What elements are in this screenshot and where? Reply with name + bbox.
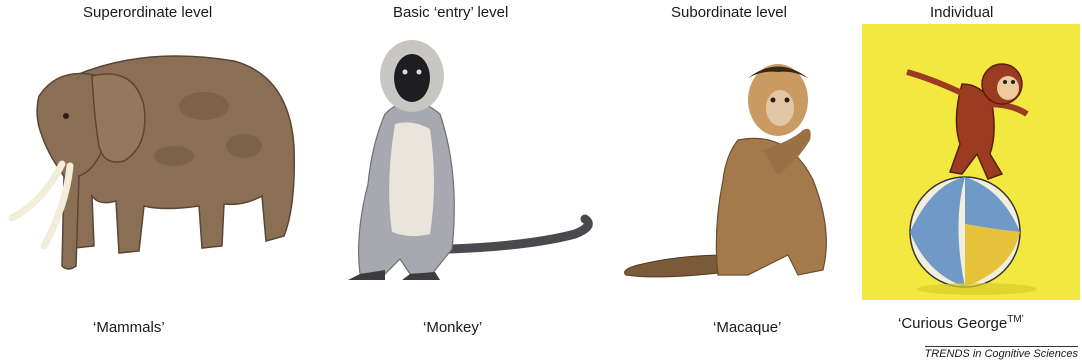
caption-curious-george-text: ‘Curious George [898, 315, 1007, 332]
elephant-image [4, 36, 304, 286]
level-title-basic: Basic ‘entry’ level [393, 4, 508, 21]
caption-curious-george-close: ’ [1022, 314, 1024, 325]
caption-monkey: ‘Monkey’ [423, 319, 482, 336]
caption-macaque: ‘Macaque’ [713, 319, 781, 336]
macaque-image [618, 60, 848, 282]
caption-curious-george: ‘Curious GeorgeTM’ [898, 314, 1024, 332]
level-title-subordinate: Subordinate level [671, 4, 787, 21]
level-title-individual: Individual [930, 4, 993, 21]
caption-mammals: ‘Mammals’ [93, 319, 165, 336]
level-title-superordinate: Superordinate level [83, 4, 212, 21]
curious-george-image [862, 24, 1080, 300]
monkey-image [340, 34, 600, 286]
trademark-mark: TM [1007, 314, 1021, 325]
source-footer: TRENDS in Cognitive Sciences [925, 346, 1078, 360]
